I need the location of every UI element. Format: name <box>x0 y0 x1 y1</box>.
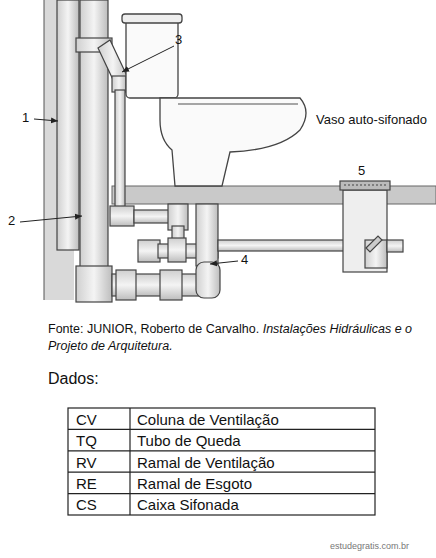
table-cell: RV <box>76 454 97 471</box>
callout-number: 5 <box>358 164 365 179</box>
siphon-box <box>340 181 403 272</box>
table-cell: Ramal de Esgoto <box>137 475 252 492</box>
toilet <box>122 14 306 186</box>
table-cell: CS <box>76 496 97 513</box>
callout-number: 2 <box>8 214 15 229</box>
callout-number: 3 <box>175 33 182 48</box>
table-cell: Tubo de Queda <box>137 432 241 449</box>
table-cell: TQ <box>76 432 97 449</box>
watermark: estudegratis.com.br <box>330 541 409 551</box>
table-cell: RE <box>76 475 97 492</box>
table-cell: CV <box>76 411 97 428</box>
data-table-grid <box>68 408 375 515</box>
source-text: Fonte: JUNIOR, Roberto de Carvalho. <box>48 322 259 336</box>
callout-number: 4 <box>241 253 248 268</box>
callout-number: 1 <box>22 111 29 126</box>
source-caption: Fonte: JUNIOR, Roberto de Carvalho. Inst… <box>48 321 423 355</box>
fixture-label: Vaso auto-sifonado <box>316 113 427 128</box>
table-cell: Coluna de Ventilação <box>137 411 279 428</box>
pipes <box>57 0 348 302</box>
leader-lines <box>20 46 238 264</box>
table-cell: Ramal de Ventilação <box>137 454 275 471</box>
section-heading: Dados: <box>48 370 99 388</box>
table-cell: Caixa Sifonada <box>137 496 239 513</box>
